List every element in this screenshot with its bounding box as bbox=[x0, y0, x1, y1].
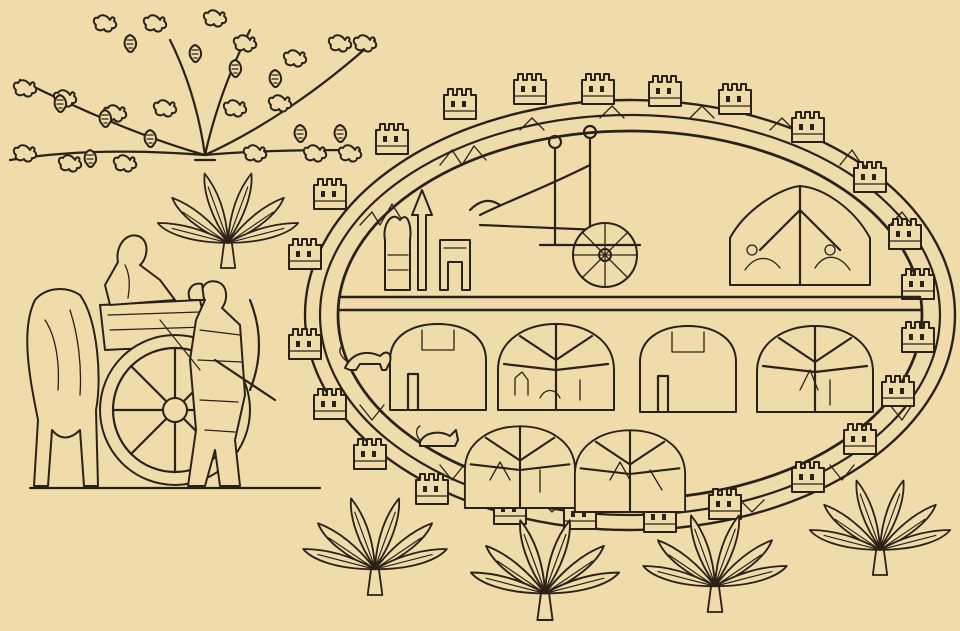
vine-tree bbox=[8, 9, 378, 173]
lion bbox=[339, 345, 392, 371]
chariot-scene bbox=[26, 234, 322, 490]
lower-register-tents bbox=[388, 322, 875, 514]
palm-tree-upper-left bbox=[156, 172, 300, 269]
upper-register-scene bbox=[383, 124, 871, 291]
register-divider bbox=[338, 295, 922, 312]
recumbent-animal bbox=[415, 425, 459, 447]
